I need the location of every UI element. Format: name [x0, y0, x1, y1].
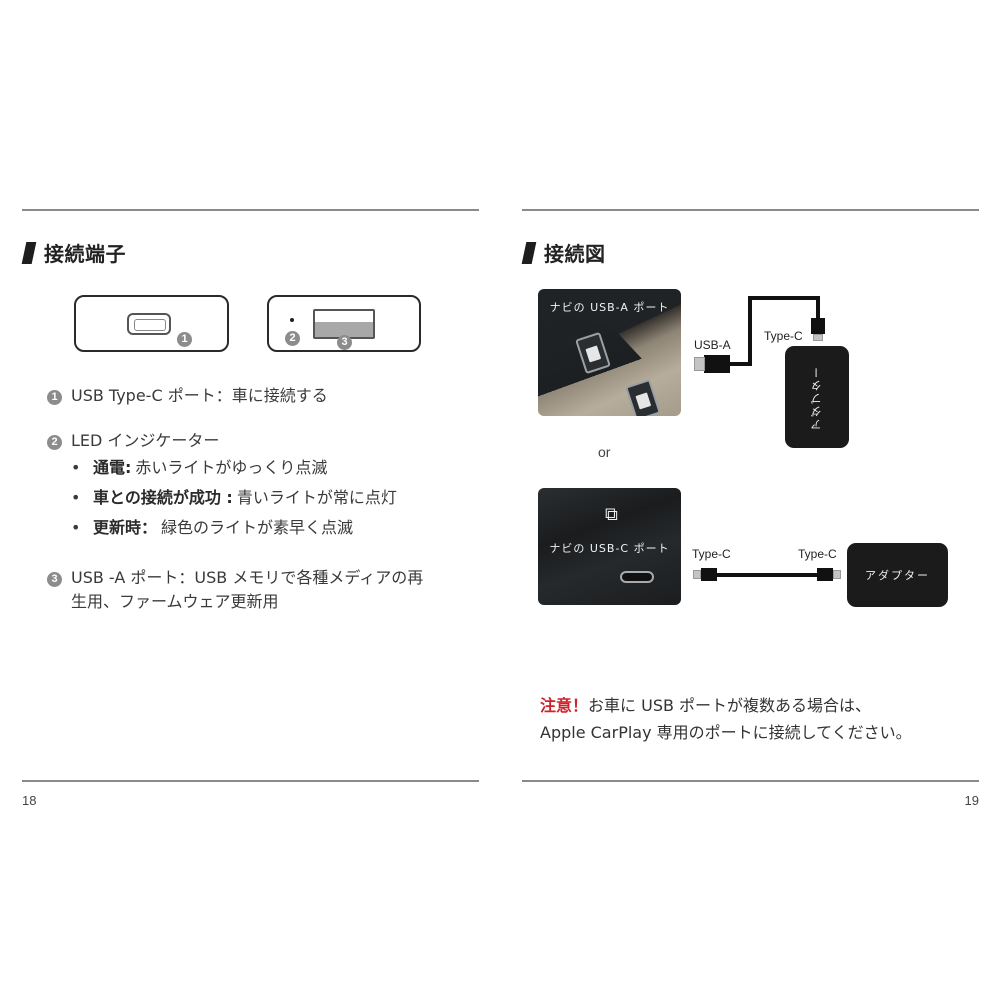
item-text-2: LED インジケーター	[71, 431, 220, 450]
led-state-text: 緑色のライトが素早く点滅	[161, 518, 354, 537]
adapter-label: アダプター	[810, 364, 823, 430]
item-text-3-line1: USB -A ポート：USB メモリで各種メディアの再	[71, 568, 424, 587]
left-bottom-rule	[22, 780, 479, 782]
device-side-typec: 1	[74, 295, 229, 352]
badge-1: 1	[177, 332, 192, 347]
led-state-label: 更新時：	[93, 518, 158, 537]
device-side-usba: 2 3	[267, 295, 421, 352]
photo-car-usbc-port: ⧉ ナビの USB-C ポート	[538, 488, 681, 605]
title-bar-icon	[521, 241, 537, 264]
label-typec-a: Type-C	[764, 329, 803, 343]
port-item-1: 1 USB Type-C ポート：車に接続する	[47, 384, 328, 408]
adapter-horizontal: アダプター	[847, 543, 948, 607]
typec-plug-icon	[811, 318, 825, 334]
led-state-label: 車との接続が成功 :	[93, 488, 233, 507]
badge-3: 3	[337, 335, 352, 350]
photo-label-usbc: ナビの USB-C ポート	[549, 542, 670, 555]
caution-text-line1: お車に USB ポートが複数ある場合は、	[588, 696, 872, 715]
led-indicator-icon	[290, 318, 294, 322]
item-number-2: 2	[47, 435, 62, 450]
right-bottom-rule	[522, 780, 979, 782]
item-text-3-line2: 生用、ファームウェア更新用	[71, 592, 279, 611]
led-state-item: • 更新時： 緑色のライトが素早く点滅	[71, 513, 397, 543]
badge-2: 2	[285, 331, 300, 346]
cable-a-horizontal-low	[728, 362, 752, 366]
caution-label: 注意！	[540, 696, 589, 715]
label-typec-left: Type-C	[692, 547, 731, 561]
typec-plug-tip-icon	[813, 334, 823, 341]
usbc-slot-icon	[620, 571, 654, 583]
photo-car-usba-port: ナビの USB-A ポート	[538, 289, 681, 416]
cable-a-vertical-left	[748, 296, 752, 366]
label-usba: USB-A	[694, 338, 731, 352]
cable-c	[716, 573, 818, 577]
adapter-label: アダプター	[865, 569, 930, 582]
item-text-1: USB Type-C ポート：車に接続する	[71, 386, 328, 405]
section-title-text: 接続端子	[44, 242, 126, 266]
usba-plug-tip-icon	[694, 357, 705, 371]
right-top-rule	[522, 209, 979, 211]
usba-port-icon	[313, 309, 375, 339]
or-separator: or	[598, 444, 611, 460]
typec-plug-tip-icon	[693, 570, 701, 579]
item-number-3: 3	[47, 572, 62, 587]
port-item-2: 2 LED インジケーター	[47, 429, 219, 453]
left-top-rule	[22, 209, 479, 211]
cable-a-vertical-right	[816, 296, 820, 320]
led-state-text: 青いライトが常に点灯	[236, 488, 397, 507]
adapter-vertical: アダプター	[785, 346, 849, 448]
cable-a-horizontal-top	[748, 296, 820, 300]
typec-plug-icon	[817, 568, 833, 581]
section-title-ports: 接続端子	[21, 238, 126, 267]
led-state-list: • 通電: 赤いライトがゆっくり点滅 • 車との接続が成功 : 青いライトが常に…	[71, 453, 397, 543]
label-typec-right: Type-C	[798, 547, 837, 561]
title-bar-icon	[21, 241, 37, 264]
typec-port-icon	[127, 313, 171, 335]
section-title-diagram: 接続図	[521, 238, 606, 267]
led-state-text: 赤いライトがゆっくり点滅	[135, 458, 328, 477]
item-number-1: 1	[47, 390, 62, 405]
led-state-label: 通電:	[93, 458, 132, 477]
usba-plug-icon	[704, 355, 730, 373]
photo-label-usba: ナビの USB-A ポート	[549, 301, 670, 314]
carplay-icon: ⧉	[605, 504, 618, 525]
section-title-text: 接続図	[544, 242, 606, 266]
typec-plug-icon	[701, 568, 717, 581]
caution-note: 注意！お車に USB ポートが複数ある場合は、 Apple CarPlay 専用…	[540, 692, 912, 746]
led-state-item: • 通電: 赤いライトがゆっくり点滅	[71, 453, 397, 483]
led-state-item: • 車との接続が成功 : 青いライトが常に点灯	[71, 483, 397, 513]
page-number-right: 19	[964, 793, 979, 808]
typec-plug-tip-icon	[833, 570, 841, 579]
page-number-left: 18	[22, 793, 37, 808]
caution-text-line2: Apple CarPlay 専用のポートに接続してください。	[540, 723, 912, 742]
port-item-3: 3 USB -A ポート：USB メモリで各種メディアの再 生用、ファームウェア更…	[47, 566, 423, 614]
